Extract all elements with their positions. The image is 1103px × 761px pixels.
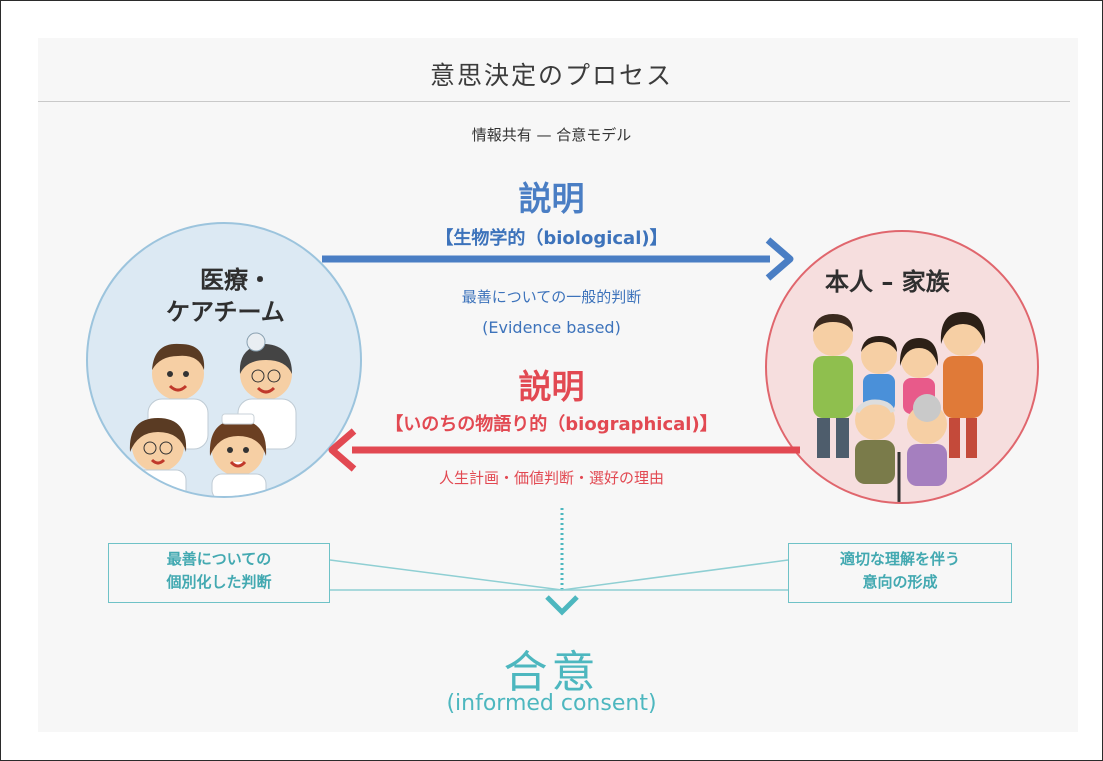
medical-staff-icon [129,332,297,496]
biological-label: 【生物学的（biological)】 [435,228,668,249]
biographical-label: 【いのちの物語り的（biographical)】 [385,414,718,435]
right-box-line1: 適切な理解を伴う [839,550,960,568]
explanation-heading-bottom: 説明 [518,367,585,406]
informed-consent-label: (informed consent) [446,691,657,716]
arrow-right-blue [322,237,794,281]
general-judgment-text: 最善についての一般的判断 [461,288,642,306]
family-label: 本人 – 家族 [825,268,950,296]
arrow-left-red [328,428,800,472]
evidence-based-text: (Evidence based) [482,318,621,337]
family-icon [813,312,986,502]
family-circle: 本人 – 家族 [765,230,1039,504]
right-box-line2: 意向の形成 [862,573,938,591]
individualized-judgment-box: 最善についての 個別化した判断 [108,543,330,603]
medical-team-label-line1: 医療・ [200,266,272,294]
medical-team-circle: 医療・ ケアチーム [86,222,362,498]
life-plan-values-text: 人生計画・価値判断・選好の理由 [438,469,664,487]
medical-team-label-line2: ケアチーム [166,298,285,326]
explanation-heading-top: 説明 [518,179,585,218]
title-divider [38,101,1070,102]
consent-label: 合意 [503,647,600,698]
page-title: 意思決定のプロセス [429,61,673,90]
intention-formation-box: 適切な理解を伴う 意向の形成 [788,543,1012,603]
chevron-down-icon [545,595,579,616]
left-box-line1: 最善についての [166,550,272,568]
left-box-line2: 個別化した判断 [166,573,272,591]
subtitle: 情報共有 — 合意モデル [471,126,632,144]
converging-lines [329,559,789,591]
